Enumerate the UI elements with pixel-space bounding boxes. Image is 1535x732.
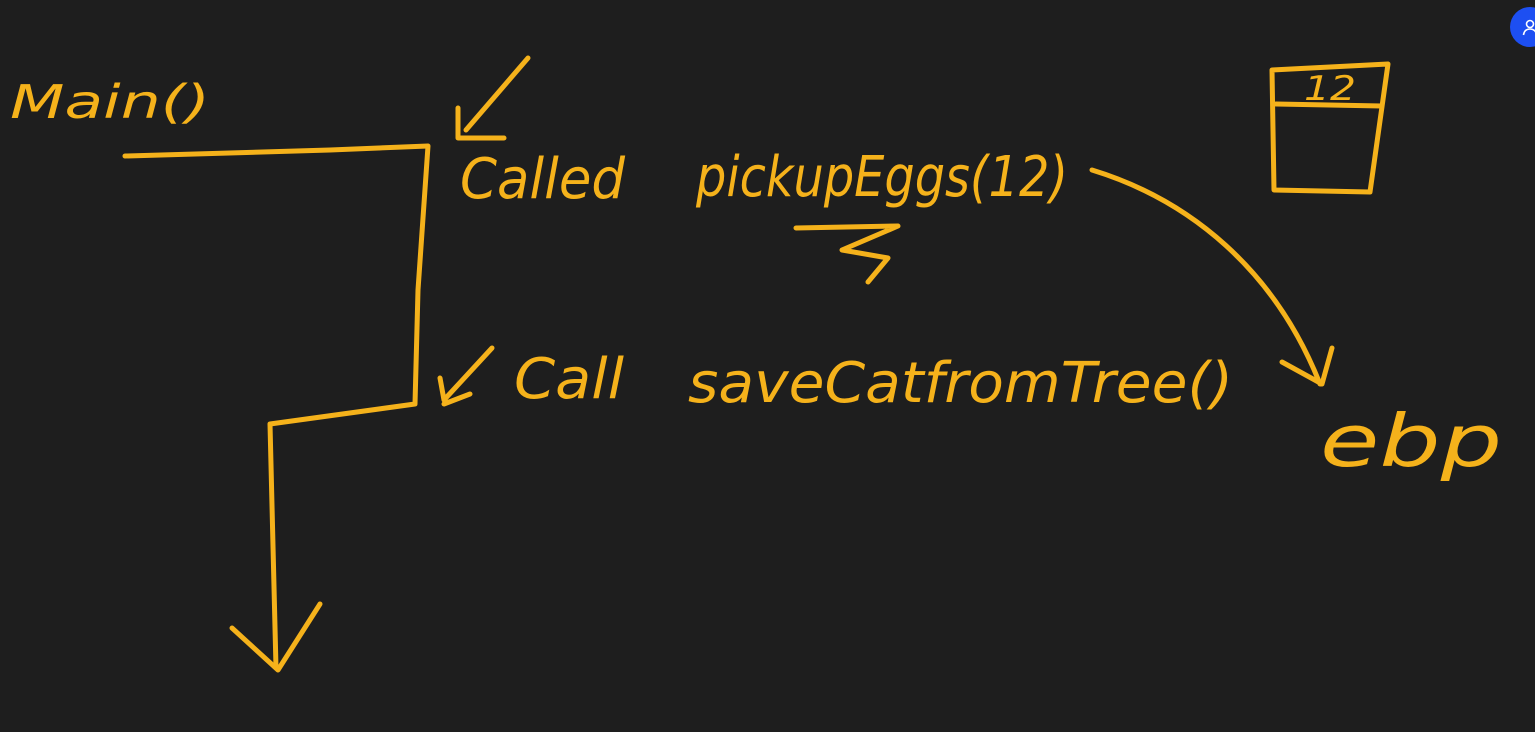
call-checkmark xyxy=(437,345,495,407)
pickup-eggs-scribble xyxy=(793,223,901,285)
stack-value: 12 xyxy=(1304,69,1356,109)
main-label: Main() xyxy=(10,75,210,129)
stack-divider xyxy=(1273,101,1385,109)
pickup-to-ebp-arrowhead xyxy=(1279,345,1335,387)
pickup-to-ebp-arrow xyxy=(1089,167,1323,387)
avatar[interactable] xyxy=(1510,7,1535,47)
called-checkmark xyxy=(455,55,531,141)
flow-down-arrowhead xyxy=(229,601,323,673)
save-cat-label: saveCatfromTree() xyxy=(688,351,1233,416)
user-icon xyxy=(1522,19,1535,36)
pickup-eggs-label: pickupEggs(12) xyxy=(695,145,1068,210)
call-label: Call xyxy=(514,347,624,412)
ebp-label: ebp xyxy=(1320,399,1502,483)
execution-flow-line xyxy=(122,143,431,671)
called-label: Called xyxy=(460,147,625,212)
stack-box xyxy=(1269,61,1391,195)
